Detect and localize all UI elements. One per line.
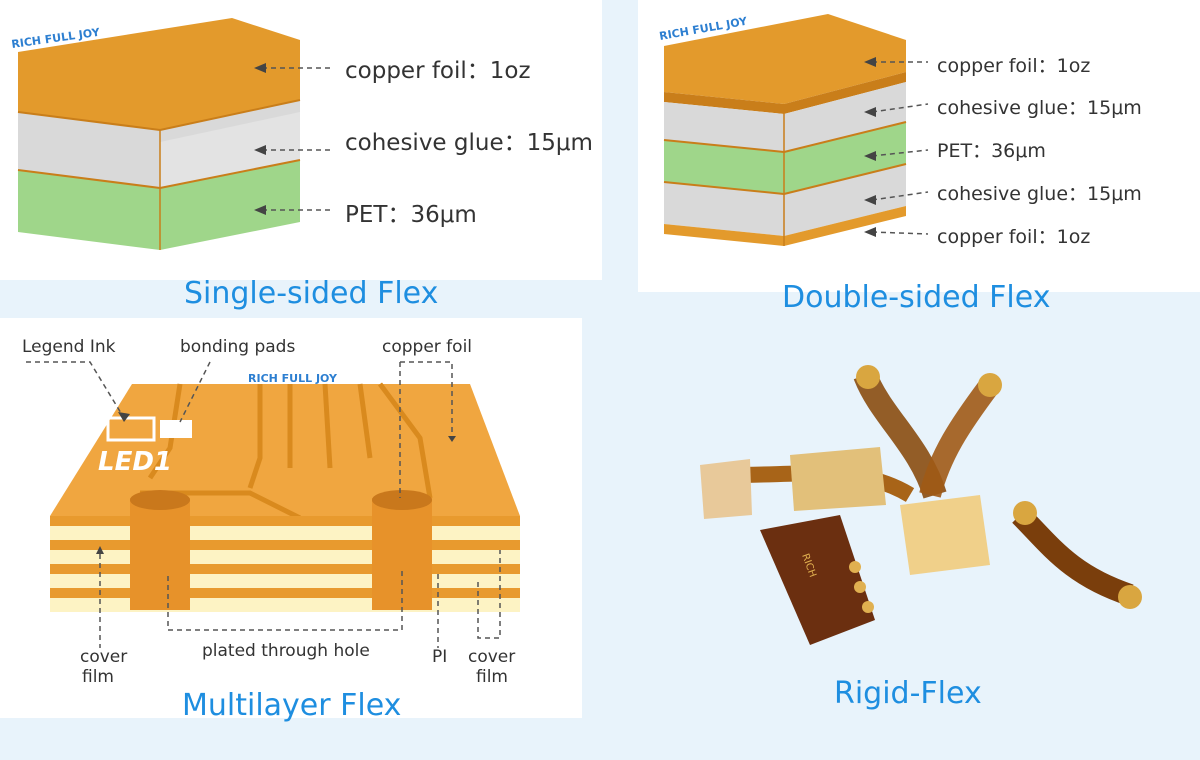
label-plated-through-hole: plated through hole [202,641,370,661]
rigid-board-center [900,495,990,575]
rigid-flex-illustration: RICH [700,365,1142,645]
plated-through-hole-left [130,498,190,610]
caption-multilayer: Multilayer Flex [182,688,402,723]
rigid-board-left [700,459,752,519]
label-copper-foil-top: copper foil：1oz [937,55,1090,77]
led-silkscreen: LED1 [98,447,172,477]
double-sided-stack: RICH FULL JOY copper foil：1oz cohesive g… [658,14,1142,248]
label-cohesive-glue: cohesive glue：15μm [345,130,593,156]
label-legend-ink: Legend Ink [22,337,116,357]
label-pet: PET：36μm [937,140,1046,162]
copper-layer [18,18,300,130]
label-pi: PI [432,647,447,667]
label-copper-foil: copper foil：1oz [345,58,531,84]
caption-rigid-flex: Rigid-Flex [834,676,982,711]
label-cover-left-2: film [82,667,114,687]
single-sided-stack: RICH FULL JOY copper foil：1oz cohesive g… [11,18,593,250]
copper-layer-top [664,14,906,104]
label-cohesive-glue-top: cohesive glue：15μm [937,97,1142,119]
double-sided-panel: RICH FULL JOY copper foil：1oz cohesive g… [638,0,1200,292]
glue-layer-bottom [664,164,906,236]
glue-layer-top [664,82,906,152]
label-cover-right-2: film [476,667,508,687]
label-copper-foil: copper foil [382,337,472,357]
pet-layer [664,122,906,194]
label-copper-foil-bottom: copper foil：1oz [937,226,1090,248]
multilayer-stack: LED1 RICH FULL JOY [22,337,520,687]
copper-layer-bottom [664,206,906,246]
caption-single-sided: Single-sided Flex [184,276,439,311]
multilayer-panel: LED1 RICH FULL JOY [0,318,582,718]
label-bonding-pads: bonding pads [180,337,295,357]
caption-double-sided: Double-sided Flex [782,280,1051,315]
bonding-pad [160,420,192,438]
rigid-board-top [790,447,886,511]
label-pet: PET：36μm [345,202,477,228]
label-cohesive-glue-bottom: cohesive glue：15μm [937,183,1142,205]
brand-logo: RICH FULL JOY [248,372,338,385]
label-cover-right-1: cover [468,647,515,667]
label-cover-left-1: cover [80,647,127,667]
legend-ink-box [106,416,156,442]
single-sided-panel: RICH FULL JOY copper foil：1oz cohesive g… [0,0,602,280]
rigid-board-bottom [760,515,875,645]
pet-layer [18,160,300,250]
